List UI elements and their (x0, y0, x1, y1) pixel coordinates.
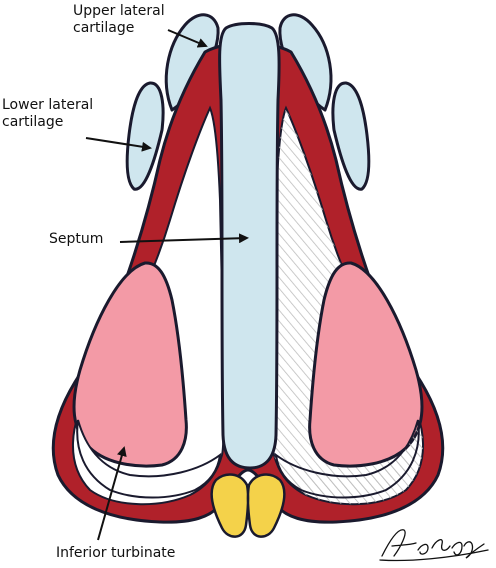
arrow-upper-lateral-cartilage (167, 29, 208, 48)
arrow-lower-lateral-cartilage (85, 137, 152, 152)
artist-signature (379, 529, 489, 562)
right-vestibule (274, 419, 420, 499)
inferior-turbinate-left (72, 261, 188, 468)
label-inferior-turbinate: Inferior turbinate (56, 545, 176, 561)
label-upper-lateral-cartilage: Upper lateral cartilage (73, 3, 165, 37)
label-lower-lateral-cartilage: Lower lateral cartilage (2, 97, 93, 131)
label-septum: Septum (49, 231, 104, 247)
arrow-inferior-turbinate (97, 446, 127, 541)
left-vestibule (76, 419, 222, 499)
label-upper-lateral-cartilage-line2: cartilage (73, 20, 135, 36)
lower-lateral-cartilage-left (125, 81, 165, 191)
label-upper-lateral-cartilage-line1: Upper lateral (73, 3, 165, 19)
label-lower-lateral-cartilage-line2: cartilage (2, 114, 64, 130)
label-lower-lateral-cartilage-line1: Lower lateral (2, 97, 94, 113)
lower-lateral-cartilage-right (331, 81, 371, 191)
medial-crura (210, 473, 286, 538)
septum (218, 22, 281, 470)
inferior-turbinate-right (308, 261, 424, 468)
arrow-septum (119, 233, 249, 244)
